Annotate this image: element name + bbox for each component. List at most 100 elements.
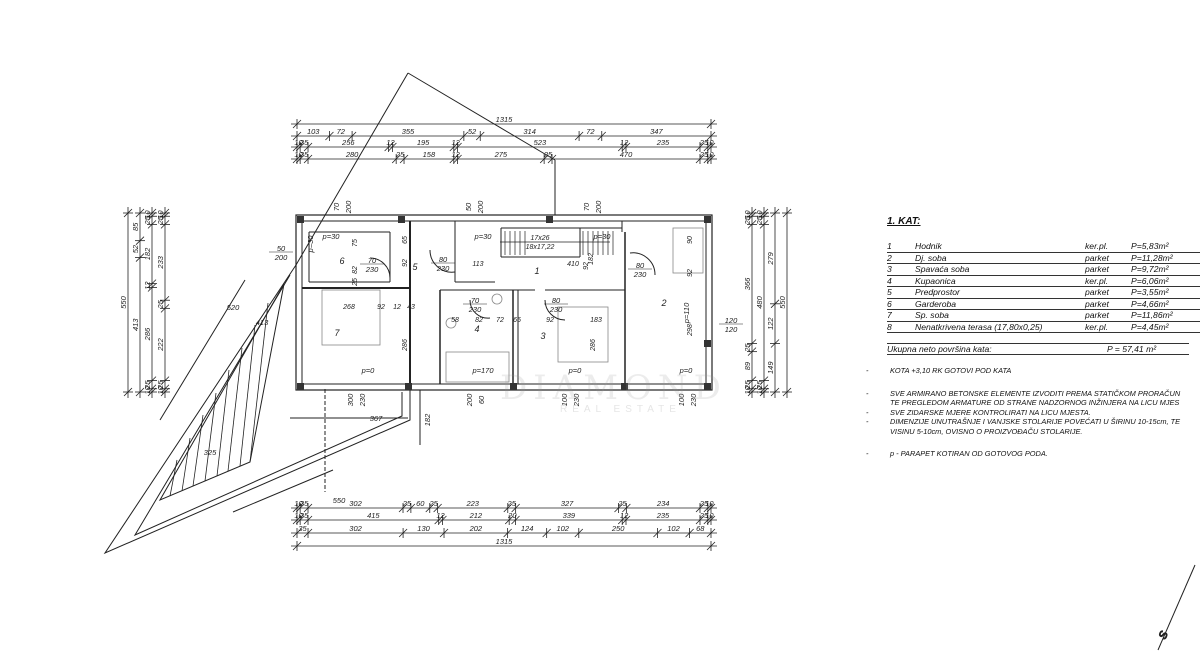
dimension-label: 12 (452, 138, 461, 147)
dimension-label: 25 (755, 215, 764, 225)
dimension-label: 550 (119, 295, 128, 308)
room-name: Predprostor (915, 287, 960, 297)
dimension-label: 25 (743, 380, 752, 390)
room-area: P=3,55m² (1131, 287, 1169, 297)
dimension-label: 12 (436, 511, 445, 520)
interior-dimension: 183 (590, 317, 602, 324)
dimension-label: 10 (705, 499, 714, 508)
room-number: 4 (474, 324, 479, 334)
interior-dimension: 43 (407, 304, 415, 311)
note-line: -KOTA +3,10 RK GOTOVI POD KATA (866, 366, 1200, 376)
dimension-label: 25 (299, 499, 309, 508)
dimension-label: 10 (705, 150, 714, 159)
interior-dimension: 25 (352, 278, 359, 287)
dimension-label: 10 (705, 138, 714, 147)
note-dash (866, 427, 890, 437)
total-area-row: Ukupna neto površina kata: P = 57,41 m² (887, 343, 1189, 355)
opening-width: 120 (725, 316, 738, 325)
opening-height-label: 70 (582, 202, 591, 211)
note-line: -p - PARAPET KOTIRAN OD GOTOVOG PODA. (866, 449, 1200, 459)
room-name: Sp. soba (915, 310, 949, 320)
dimension-label: 25 (395, 150, 405, 159)
watermark-text: DIAMOND (500, 368, 727, 408)
dimension-label: 158 (423, 150, 436, 159)
room-no: 1 (887, 241, 892, 251)
dimension-label: 10 (143, 385, 152, 394)
room-no: 4 (887, 275, 892, 286)
interior-dimension: 286 (402, 339, 409, 352)
dimension-label: 212 (469, 511, 483, 520)
parapet-label: p=0 (568, 366, 583, 375)
dimension-label: 223 (465, 499, 479, 508)
room-area: P=11,28m² (1131, 252, 1173, 263)
dimension-label: 102 (556, 524, 569, 533)
room-no: 6 (887, 298, 892, 309)
terrace-dimension: 520 (227, 303, 240, 312)
opening-height-label: 200 (594, 200, 603, 214)
dimension-label: 202 (469, 524, 483, 533)
dimension-label: 327 (561, 499, 574, 508)
north-arrow-label: S (1157, 629, 1171, 641)
note-line: TE PREGLEDOM ARMATURE OD STRANE NADZORNO… (866, 398, 1200, 408)
dimension-label: 25 (507, 499, 517, 508)
room-number: 3 (540, 331, 545, 341)
terrace-dimension: 182 (423, 413, 432, 426)
dimension-label: 25 (156, 299, 165, 309)
interior-dimension: 90 (687, 236, 694, 244)
dimension-label: 25 (299, 138, 309, 147)
room-number: 6 (339, 256, 344, 266)
dimension-label: 60 (416, 499, 425, 508)
dimension-label: 149 (766, 361, 775, 374)
parapet-label: p=30 (593, 232, 612, 241)
dimension-label: 1315 (496, 537, 514, 546)
opening-height: 230 (468, 305, 482, 314)
dimension-label: 89 (743, 361, 752, 370)
opening-width: 70 (368, 256, 377, 265)
opening-height-label: 50 (464, 202, 473, 211)
room-no: 5 (887, 287, 892, 297)
dimension-label: 233 (156, 255, 165, 269)
terrace-dimension: 550 (333, 496, 346, 505)
note-line: -SVE ARMIRANO BETONSKE ELEMENTE IZVODITI… (866, 389, 1200, 399)
dimension-label: 10 (755, 385, 764, 394)
note-text: VISINU 5-10cm, OVISNO O PROIZVOĐAČU STOL… (890, 426, 1083, 436)
interior-dimension: 92 (402, 259, 409, 267)
dimension-label: 222 (156, 337, 165, 351)
dimension-label: 25 (699, 499, 709, 508)
dimension-label: 279 (766, 251, 775, 265)
opening-height-label: 200 (476, 200, 485, 214)
dimension-label: 72 (586, 127, 595, 136)
dimension-label: 85 (131, 222, 140, 231)
room-area: P=6,06m² (1131, 275, 1169, 286)
dimension-label: 480 (755, 295, 764, 308)
room-name: Dj. soba (915, 252, 947, 263)
terrace-outline (103, 72, 556, 555)
opening-height: 120 (725, 325, 738, 334)
dimension-label: 25 (617, 499, 627, 508)
room-no: 3 (887, 264, 892, 274)
opening-width: 70 (471, 296, 480, 305)
dimension-label: 250 (611, 524, 625, 533)
dimension-label: 25 (699, 138, 709, 147)
opening-height: 230 (436, 264, 450, 273)
room-area: P=11,86m² (1131, 310, 1173, 320)
dimension-label: 10 (294, 499, 303, 508)
dimension-label: 68 (696, 524, 705, 533)
opening-height: 230 (549, 305, 563, 314)
opening-width: 80 (636, 261, 645, 270)
note-dash: - (866, 417, 869, 426)
interior-dimension: 182 (588, 253, 595, 265)
dimension-label: 355 (402, 127, 415, 136)
room-area: P=9,72m² (1131, 264, 1169, 274)
watermark-subtitle: REAL ESTATE (560, 404, 681, 415)
room-no: 7 (887, 310, 892, 320)
dimension-label: 12 (143, 281, 152, 290)
note-line: -SVE ZIDARSKE MJERE KONTROLIRATI NA LICU… (866, 408, 1200, 418)
parapet-label: p=30 (474, 232, 493, 241)
dimension-label: 25 (743, 215, 752, 225)
opening-height-label: 70 (332, 202, 341, 211)
note-text: DIMENZIJE UNUTRAŠNJE I VANJSKE STOLARIJE… (890, 417, 1181, 426)
dimension-label: 25 (156, 380, 165, 390)
